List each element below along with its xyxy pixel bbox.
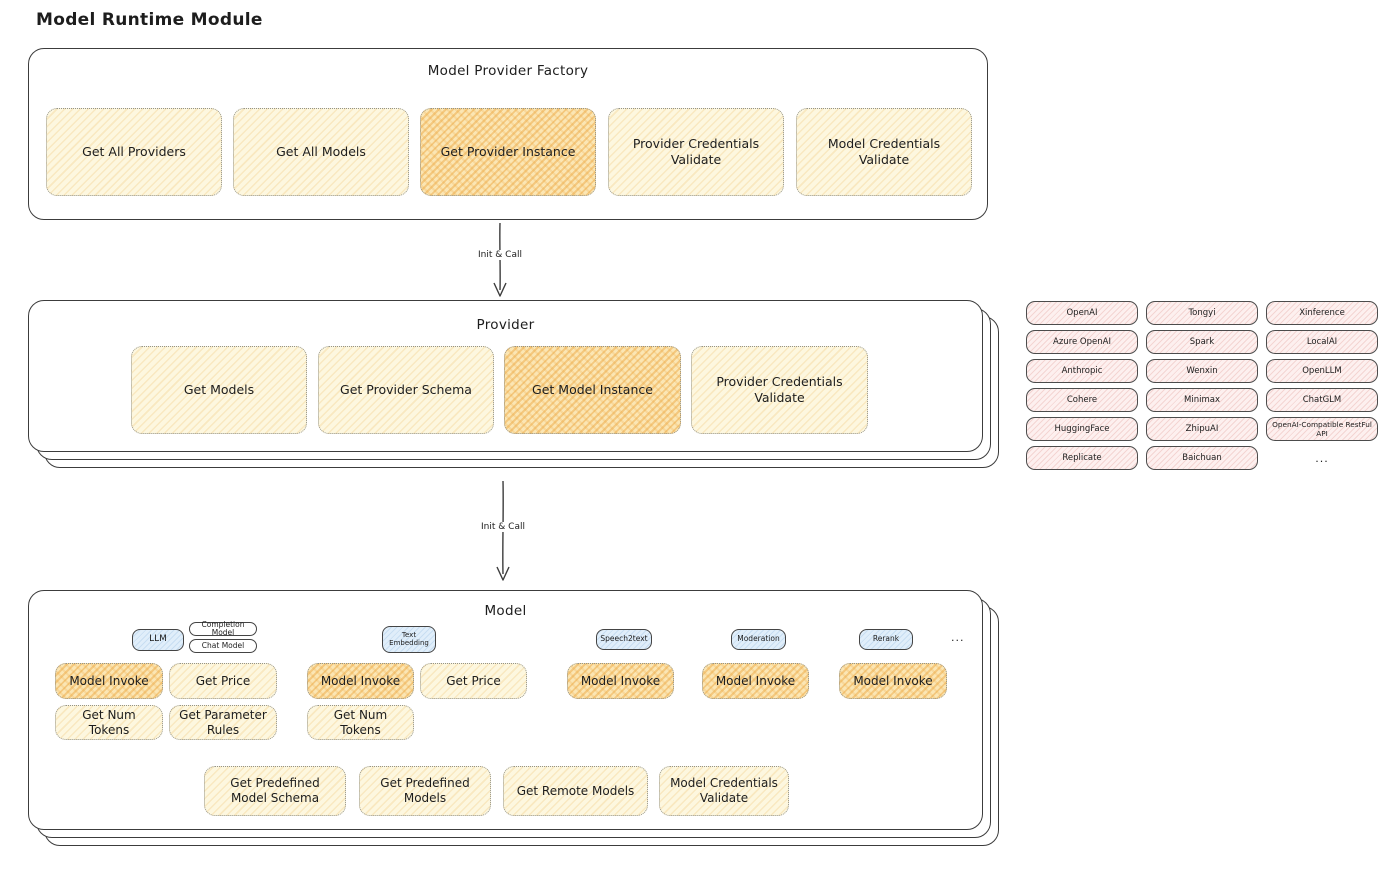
arrow1-label: Init & Call — [468, 250, 532, 260]
badge-rerank: Rerank — [859, 629, 913, 650]
badge-chat-model: Chat Model — [189, 639, 257, 653]
node-embedding-get-price: Get Price — [420, 663, 527, 699]
arrow-down-icon — [493, 222, 507, 297]
factory-panel: Model Provider Factory Get All Providers… — [28, 48, 988, 220]
node-get-all-providers: Get All Providers — [46, 108, 222, 196]
chip-xinference: Xinference — [1266, 301, 1378, 325]
model-title: Model — [484, 603, 527, 619]
chip-minimax: Minimax — [1146, 388, 1258, 412]
node-get-predefined-model-schema: Get Predefined Model Schema — [204, 766, 346, 816]
chip-openai: OpenAI — [1026, 301, 1138, 325]
provider-chips-grid: OpenAI Tongyi Xinference Azure OpenAI Sp… — [1026, 301, 1378, 471]
node-model-credentials-validate-2: Model Credentials Validate — [659, 766, 789, 816]
chip-chatglm: ChatGLM — [1266, 388, 1378, 412]
node-get-models: Get Models — [131, 346, 307, 434]
chip-spark: Spark — [1146, 330, 1258, 354]
chip-azure-openai: Azure OpenAI — [1026, 330, 1138, 354]
chip-zhipuai: ZhipuAI — [1146, 417, 1258, 441]
node-get-remote-models: Get Remote Models — [503, 766, 648, 816]
node-get-predefined-models: Get Predefined Models — [359, 766, 491, 816]
model-panel: Model LLM Completion Model Chat Model Te… — [28, 590, 983, 830]
node-provider-credentials-validate: Provider Credentials Validate — [608, 108, 784, 196]
provider-title: Provider — [476, 317, 535, 333]
node-llm-get-price: Get Price — [169, 663, 277, 699]
chip-anthropic: Anthropic — [1026, 359, 1138, 383]
badge-speech2text: Speech2text — [596, 629, 652, 650]
node-embedding-get-num-tokens: Get Num Tokens — [307, 705, 414, 740]
diagram-title: Model Runtime Module — [36, 10, 263, 30]
model-badges-more-label: ... — [951, 631, 965, 644]
badge-moderation: Moderation — [731, 629, 786, 650]
chip-cohere: Cohere — [1026, 388, 1138, 412]
node-get-provider-schema: Get Provider Schema — [318, 346, 494, 434]
node-model-credentials-validate: Model Credentials Validate — [796, 108, 972, 196]
node-get-model-instance: Get Model Instance — [504, 346, 681, 434]
chip-openllm: OpenLLM — [1266, 359, 1378, 383]
node-llm-get-parameter-rules: Get Parameter Rules — [169, 705, 277, 740]
node-embedding-model-invoke: Model Invoke — [307, 663, 414, 699]
badge-text-embedding: Text Embedding — [382, 626, 436, 653]
node-get-all-models: Get All Models — [233, 108, 409, 196]
node-llm-get-num-tokens: Get Num Tokens — [55, 705, 163, 740]
node-speech2text-model-invoke: Model Invoke — [567, 663, 674, 699]
chip-tongyi: Tongyi — [1146, 301, 1258, 325]
node-moderation-model-invoke: Model Invoke — [702, 663, 809, 699]
provider-chips-more-label: ... — [1315, 451, 1329, 465]
chip-baichuan: Baichuan — [1146, 446, 1258, 470]
chip-replicate: Replicate — [1026, 446, 1138, 470]
badge-llm: LLM — [132, 629, 184, 651]
arrow2-label: Init & Call — [471, 522, 535, 532]
factory-title: Model Provider Factory — [427, 63, 589, 79]
chip-localai: LocalAI — [1266, 330, 1378, 354]
node-provider-credentials-validate-2: Provider Credentials Validate — [691, 346, 868, 434]
badge-completion-model: Completion Model — [189, 620, 257, 637]
node-get-provider-instance: Get Provider Instance — [420, 108, 596, 196]
chip-wenxin: Wenxin — [1146, 359, 1258, 383]
provider-panel: Provider Get Models Get Provider Schema … — [28, 300, 983, 452]
node-llm-model-invoke: Model Invoke — [55, 663, 163, 699]
chip-openai-compatible-restful-api: OpenAI-Compatible RestFul API — [1266, 417, 1378, 441]
chip-huggingface: HuggingFace — [1026, 417, 1138, 441]
node-rerank-model-invoke: Model Invoke — [839, 663, 947, 699]
